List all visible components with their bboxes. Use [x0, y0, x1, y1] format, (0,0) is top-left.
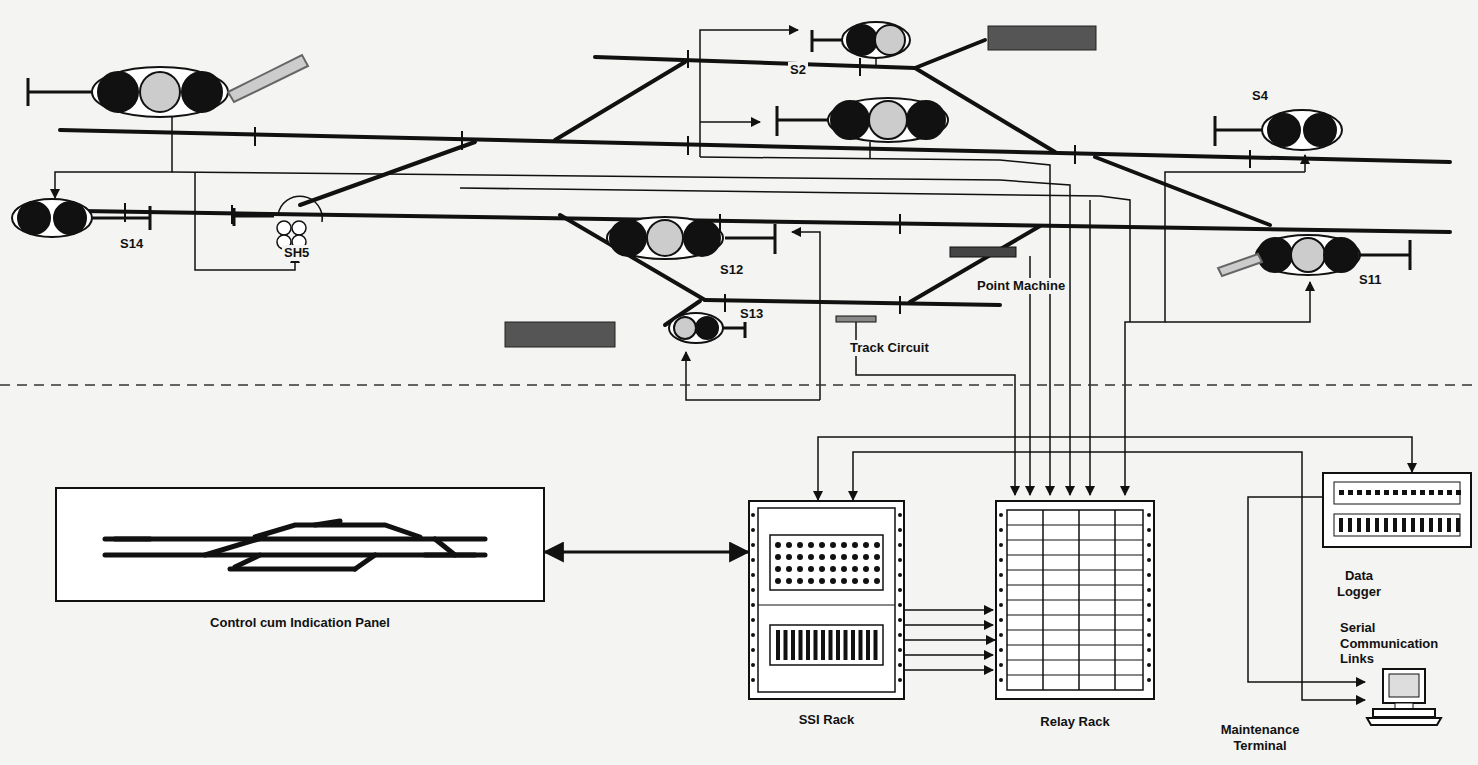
signal	[1218, 235, 1410, 276]
node-caption: Control cum Indication Panel	[55, 615, 545, 631]
track	[18, 40, 1450, 325]
control-panel-symbol	[55, 487, 545, 602]
signal	[669, 313, 745, 343]
ssi-rack-symbol	[748, 500, 905, 700]
signal	[777, 98, 948, 142]
callout-label: S2	[788, 62, 808, 78]
signal-cable	[55, 30, 1310, 495]
callout-label: Track Circuit	[848, 340, 931, 356]
connector	[905, 639, 995, 641]
node-caption: Maintenance Terminal	[1205, 722, 1315, 753]
signal	[12, 199, 150, 237]
ssi-rack: SSI Rack	[748, 500, 905, 700]
node-caption: Data Logger	[1324, 568, 1394, 599]
relay-rack-symbol	[995, 500, 1155, 700]
connector	[853, 452, 1365, 700]
maintenance-terminal-symbol	[1365, 668, 1443, 726]
track-circuit	[836, 316, 876, 322]
signal	[812, 22, 910, 58]
callout-label: S12	[718, 262, 745, 278]
control-panel: Control cum Indication Panel	[55, 487, 545, 602]
callout-label: S14	[118, 236, 145, 252]
callout-label: S11	[1357, 272, 1383, 288]
callout-label: SH5	[282, 245, 311, 261]
relay-rack: Relay Rack	[995, 500, 1155, 700]
maintenance-terminal: Maintenance Terminal	[1365, 668, 1443, 726]
boundary-line	[0, 384, 1478, 386]
callout-label: Serial Communication Links	[1338, 620, 1454, 667]
data-logger: Data Logger	[1322, 472, 1472, 548]
signal	[1215, 110, 1342, 150]
node-caption: Relay Rack	[995, 714, 1155, 730]
callout-label: Point Machine	[975, 278, 1067, 294]
insulated-joint	[125, 50, 1250, 314]
signal	[28, 55, 308, 117]
signal	[607, 217, 775, 259]
point-machine	[950, 247, 1016, 257]
callout-label: S13	[738, 306, 765, 322]
buffer-stop	[988, 26, 1096, 50]
callout-label: S4	[1250, 88, 1270, 104]
connector	[545, 551, 748, 554]
shunt-signal	[234, 196, 322, 249]
buffer-stop	[505, 322, 615, 347]
node-caption: SSI Rack	[728, 712, 925, 728]
data-logger-symbol	[1322, 472, 1472, 548]
